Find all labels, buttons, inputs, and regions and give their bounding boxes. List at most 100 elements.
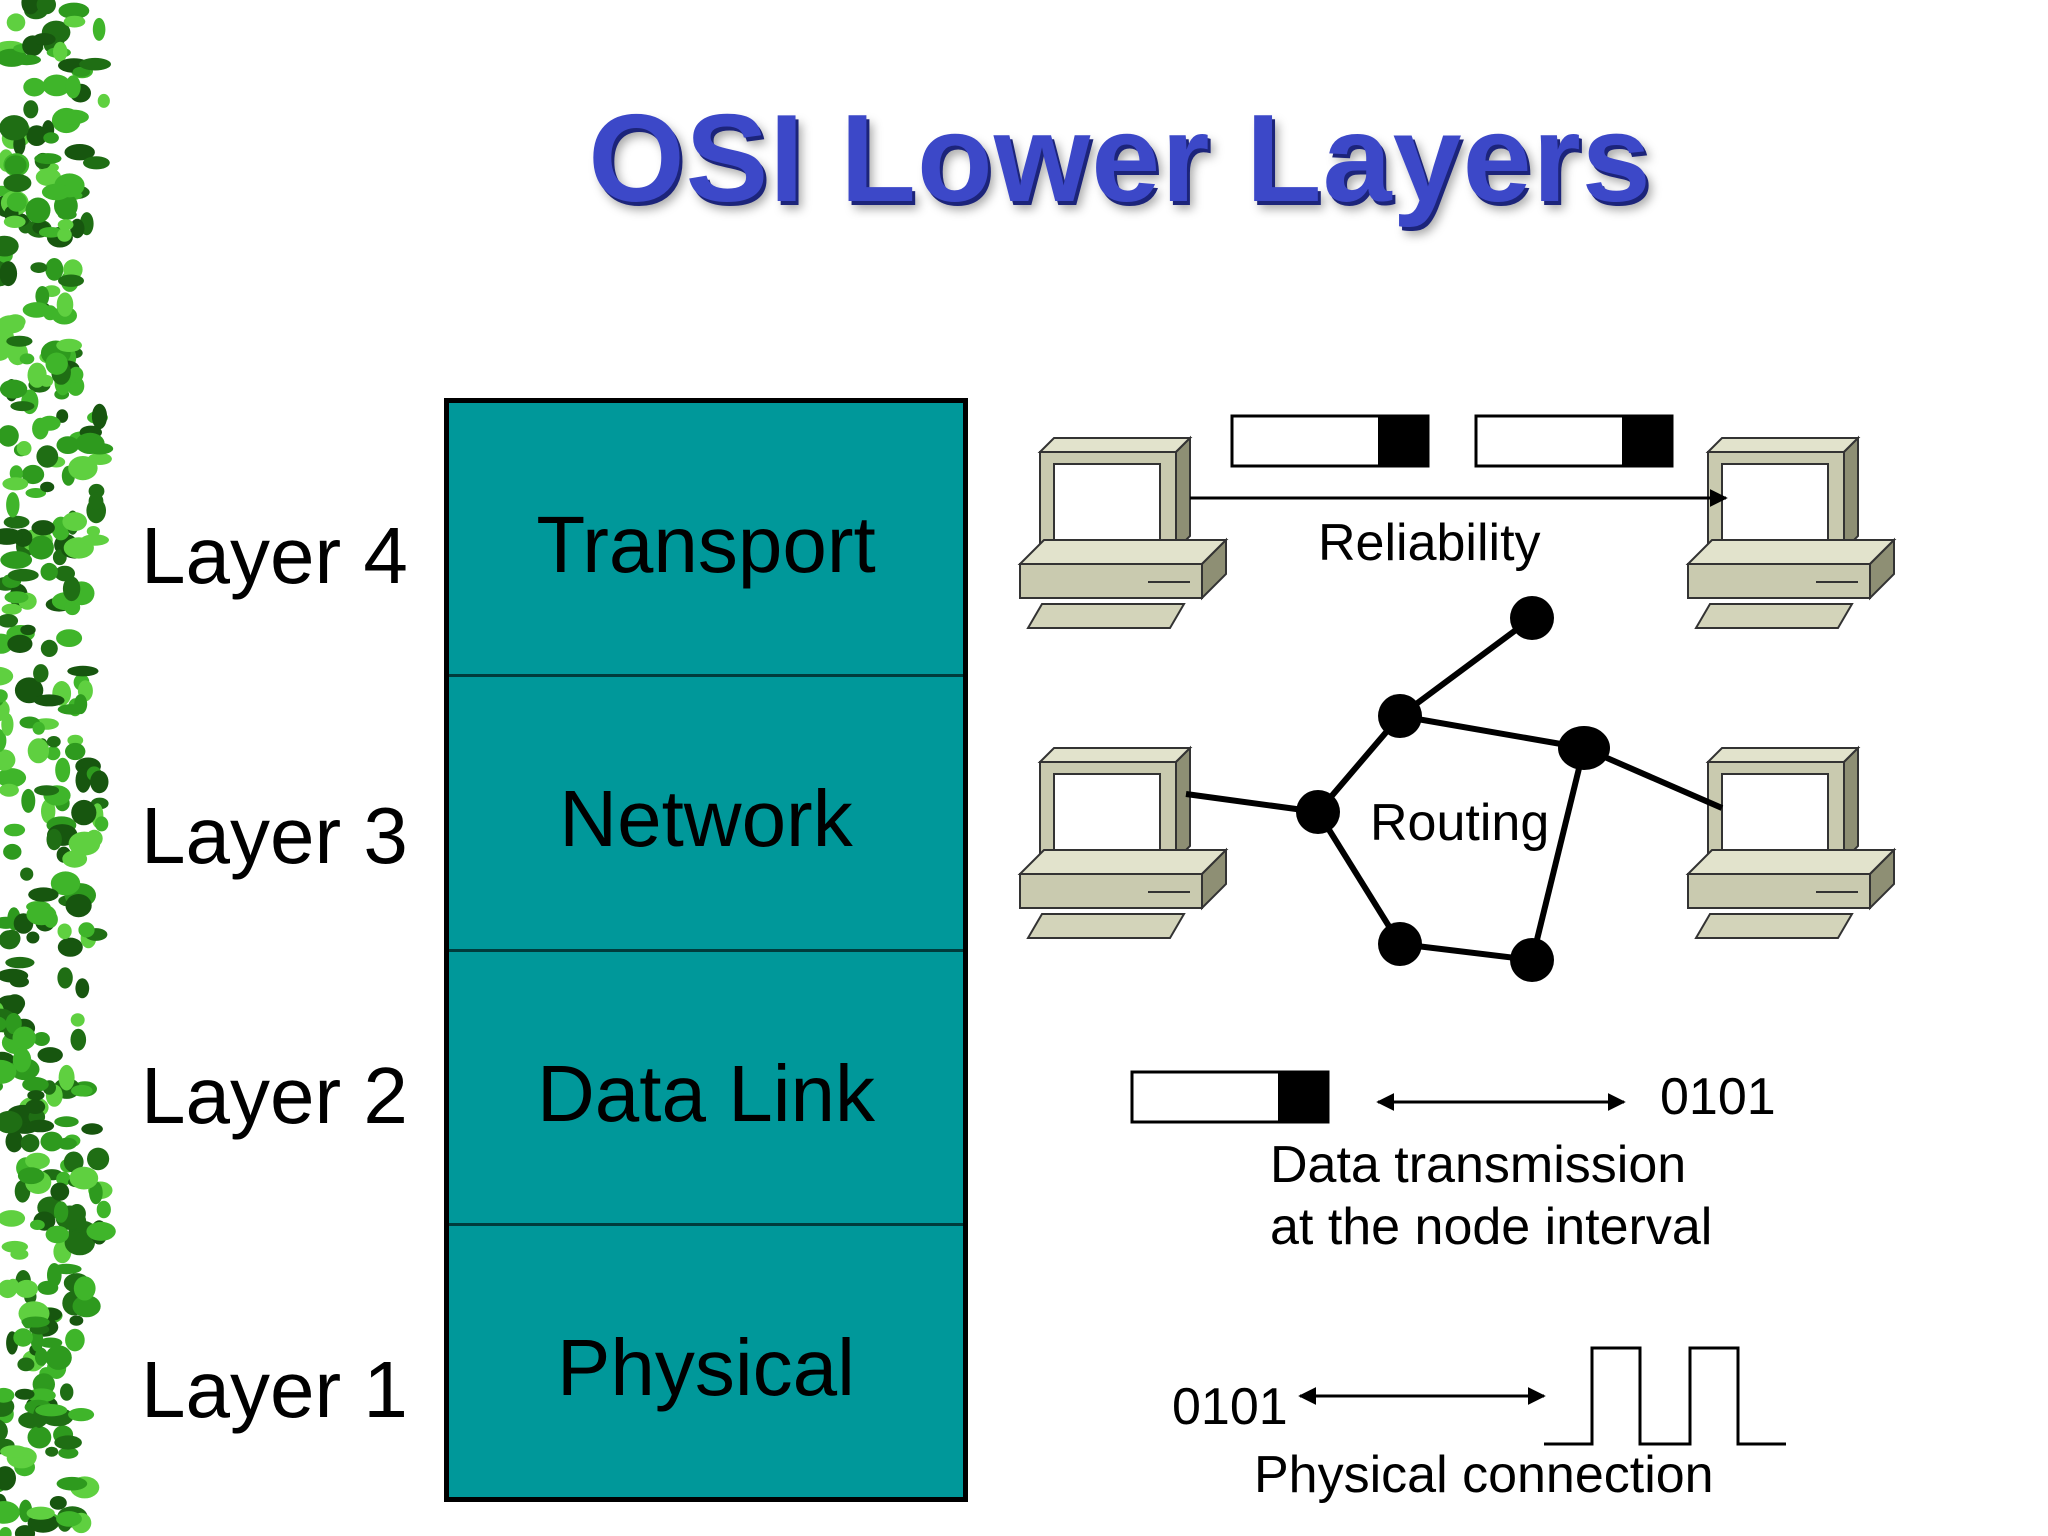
vine-leaf: [57, 923, 72, 940]
vine-leaf: [4, 591, 29, 604]
vine-leaf: [27, 1426, 52, 1449]
vine-leaf: [5, 956, 35, 969]
datalink-caption-line2: at the node interval: [1270, 1198, 1712, 1256]
vine-leaf: [33, 664, 49, 683]
vine-leaf: [45, 1345, 72, 1370]
datalink-caption-line1: Data transmission: [1270, 1136, 1686, 1194]
vine-leaf: [51, 1263, 82, 1275]
vine-leaf: [46, 746, 61, 761]
datalink-bits: 0101: [1660, 1068, 1776, 1126]
vine-leaf: [74, 694, 88, 715]
vine-leaf: [33, 1032, 50, 1046]
frame-header-icon: [1278, 1072, 1328, 1122]
vine-leaf: [0, 347, 10, 361]
vine-leaf: [68, 1408, 95, 1422]
vine-leaf: [57, 1137, 77, 1150]
vine-leaf: [19, 353, 35, 365]
vine-leaf: [23, 100, 39, 119]
vine-leaf: [27, 738, 50, 764]
vine-leaf: [73, 1276, 96, 1301]
vine-leaf: [16, 441, 32, 456]
vine-leaf: [4, 155, 27, 176]
vine-leaf: [23, 77, 46, 97]
vine-leaf: [45, 1446, 59, 1457]
vine-leaf: [40, 562, 58, 581]
vine-leaf: [0, 528, 23, 545]
vine-leaf: [68, 831, 101, 856]
vine-leaf: [5, 1130, 23, 1153]
vine-leaf: [40, 481, 55, 493]
vine-leaf: [20, 624, 36, 636]
vine-leaf: [56, 629, 83, 647]
vine-leaf: [26, 904, 57, 926]
vine-leaf: [1, 713, 14, 736]
layer-network: Network: [449, 677, 963, 952]
router-node-icon: [1510, 596, 1554, 640]
vine-leaf: [1, 1240, 28, 1253]
vine-leaf: [0, 425, 19, 447]
vine-leaf: [0, 1081, 3, 1091]
vine-leaf: [7, 634, 33, 654]
vine-leaf: [70, 218, 85, 239]
vine-leaf: [17, 1167, 45, 1185]
vine-leaf: [12, 1026, 36, 1050]
vine-leaf: [41, 183, 71, 201]
vine-leaf: [0, 1466, 16, 1491]
physical-bits: 0101: [1172, 1378, 1288, 1436]
vine-leaf: [71, 1084, 93, 1097]
vine-leaf: [3, 843, 22, 860]
vine-border-decoration: [0, 0, 130, 1536]
vine-leaf: [56, 436, 80, 454]
vine-leaf: [46, 736, 61, 748]
vine-leaf: [40, 1131, 64, 1152]
vine-leaf: [0, 1445, 28, 1458]
vine-leaf: [54, 565, 75, 582]
computer-icon: [1687, 437, 1895, 629]
segment-header-icon: [1622, 416, 1672, 466]
vine-leaf: [49, 1496, 67, 1510]
vine-leaf: [27, 1090, 45, 1101]
datalink-illustration: 0101 Data transmission at the node inter…: [1130, 1068, 1776, 1256]
vine-leaf: [56, 1171, 71, 1186]
vine-leaf: [81, 1123, 103, 1135]
vine-leaf: [46, 828, 62, 851]
vine-leaf: [57, 967, 73, 989]
vine-leaf: [0, 115, 29, 141]
vine-leaf: [38, 227, 63, 238]
vine-leaf: [57, 228, 72, 242]
layer-data-link: Data Link: [449, 952, 963, 1226]
router-nodes: [1296, 596, 1610, 982]
vine-leaf: [20, 1134, 40, 1153]
vine-leaf: [86, 526, 100, 537]
vine-leaf: [38, 415, 61, 431]
layer-label-2: Layer 2: [141, 1051, 408, 1140]
vine-leaf: [57, 937, 83, 957]
vine-leaf: [64, 1229, 96, 1256]
computer-icon: [1019, 747, 1227, 939]
vine-leaf: [4, 994, 26, 1013]
vine-leaf: [72, 1295, 101, 1318]
computer-icon: [1687, 747, 1895, 939]
vine-leaf: [62, 512, 87, 532]
vine-leaf: [68, 456, 98, 481]
vine-leaf: [34, 785, 60, 796]
vine-leaf: [25, 197, 51, 224]
vine-leaf: [58, 274, 84, 287]
vine-leaf: [0, 666, 14, 686]
physical-caption: Physical connection: [1254, 1446, 1714, 1504]
vine-leaf: [17, 1357, 35, 1372]
vine-leaf: [14, 677, 44, 704]
osi-layer-stack: Transport Network Data Link Physical: [444, 398, 968, 1502]
vine-leaf: [7, 568, 39, 582]
vine-leaf: [3, 174, 32, 192]
vine-leaf: [0, 729, 7, 753]
vine-leaf: [91, 403, 108, 430]
vine-leaf: [87, 1147, 110, 1171]
vine-leaf: [26, 931, 40, 944]
vine-leaf: [56, 409, 69, 423]
vine-leaf: [33, 694, 65, 707]
router-node-icon: [1296, 790, 1340, 834]
vine-leaf: [86, 1221, 116, 1241]
vine-leaf: [0, 1419, 8, 1443]
vine-leaf: [21, 1316, 50, 1328]
